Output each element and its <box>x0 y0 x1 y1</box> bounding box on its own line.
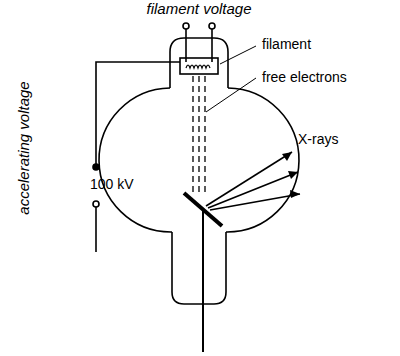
part-label: free electrons <box>262 70 347 85</box>
radiation-label: X-rays <box>298 132 338 147</box>
terminal-label: accelerating voltage <box>16 81 33 214</box>
voltage-value: 100 kV <box>90 177 134 192</box>
part-label: filament <box>262 37 311 52</box>
terminal-label: filament voltage <box>146 1 251 18</box>
